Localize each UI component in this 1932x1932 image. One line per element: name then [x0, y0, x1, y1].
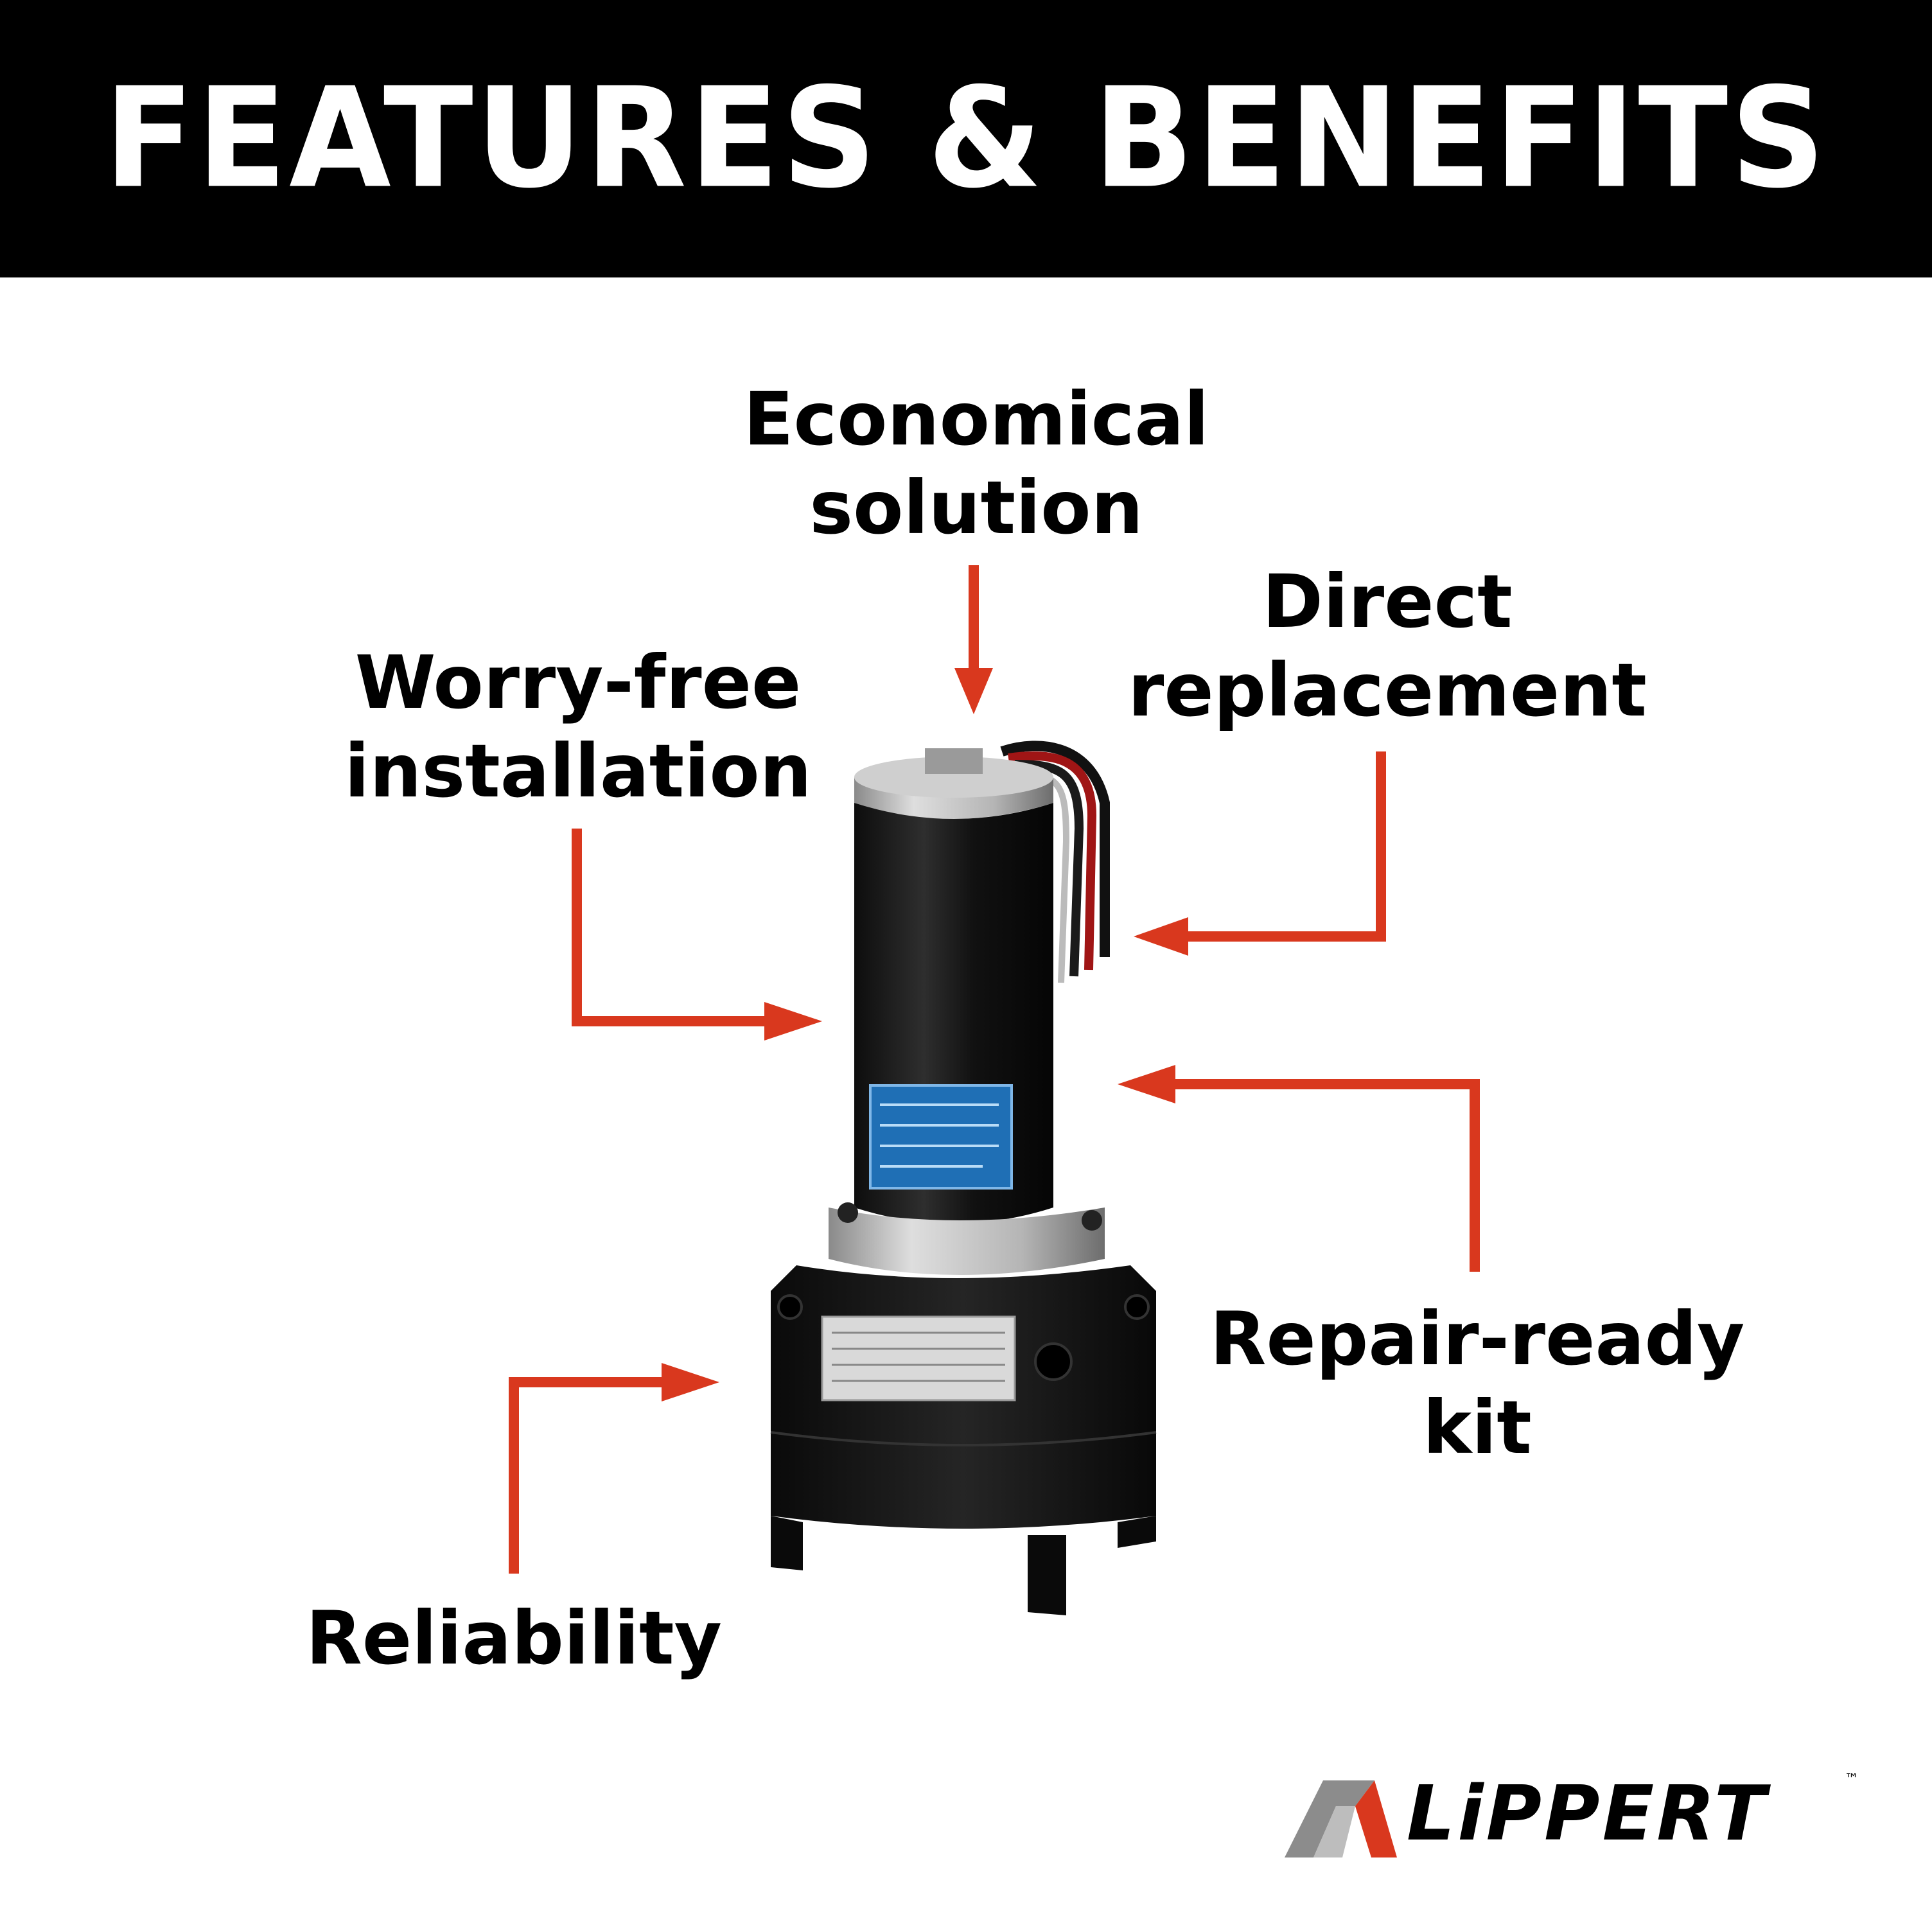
callout-arrows: [509, 565, 1480, 1574]
feature-repair-ready-kit: Repair-ready kit: [1208, 1295, 1747, 1472]
feature-line: solution: [809, 465, 1143, 550]
feature-line: Repair-ready: [1209, 1296, 1745, 1382]
feature-line: kit: [1423, 1385, 1532, 1470]
lippert-logo: LiPPERT ™: [1278, 1768, 1859, 1864]
header-banner: FEATURES & BENEFITS: [0, 0, 1932, 277]
feature-line: Economical: [743, 376, 1209, 462]
feature-reliability: Reliability: [270, 1594, 758, 1683]
motor-cylinder: [854, 803, 1053, 1224]
logo-wordmark: LiPPERT: [1407, 1769, 1769, 1857]
gearbox: [770, 1265, 1157, 1615]
arrow-repair: [1169, 1079, 1480, 1272]
feature-line: installation: [344, 728, 812, 814]
arrow-worry-free: [572, 829, 771, 1026]
feature-line: replacement: [1128, 647, 1647, 733]
motor-flange: [829, 1202, 1105, 1275]
page-title: FEATURES & BENEFITS: [104, 58, 1828, 219]
feature-line: Direct: [1262, 559, 1513, 644]
arrow-reliability: [509, 1377, 668, 1574]
arrow-heads: [662, 668, 1188, 1401]
motor-top-cap: [854, 748, 1053, 819]
feature-direct-replacement: Direct replacement: [1118, 558, 1657, 735]
feature-line: Worry-free: [355, 640, 802, 725]
trademark-symbol: ™: [1845, 1771, 1859, 1787]
lippert-logo-mark-icon: [1285, 1780, 1397, 1857]
arrow-direct: [1182, 751, 1386, 942]
feature-worry-free-installation: Worry-free installation: [334, 638, 822, 816]
feature-line: Reliability: [306, 1595, 722, 1681]
feature-economical-solution: Economical solution: [732, 375, 1220, 552]
